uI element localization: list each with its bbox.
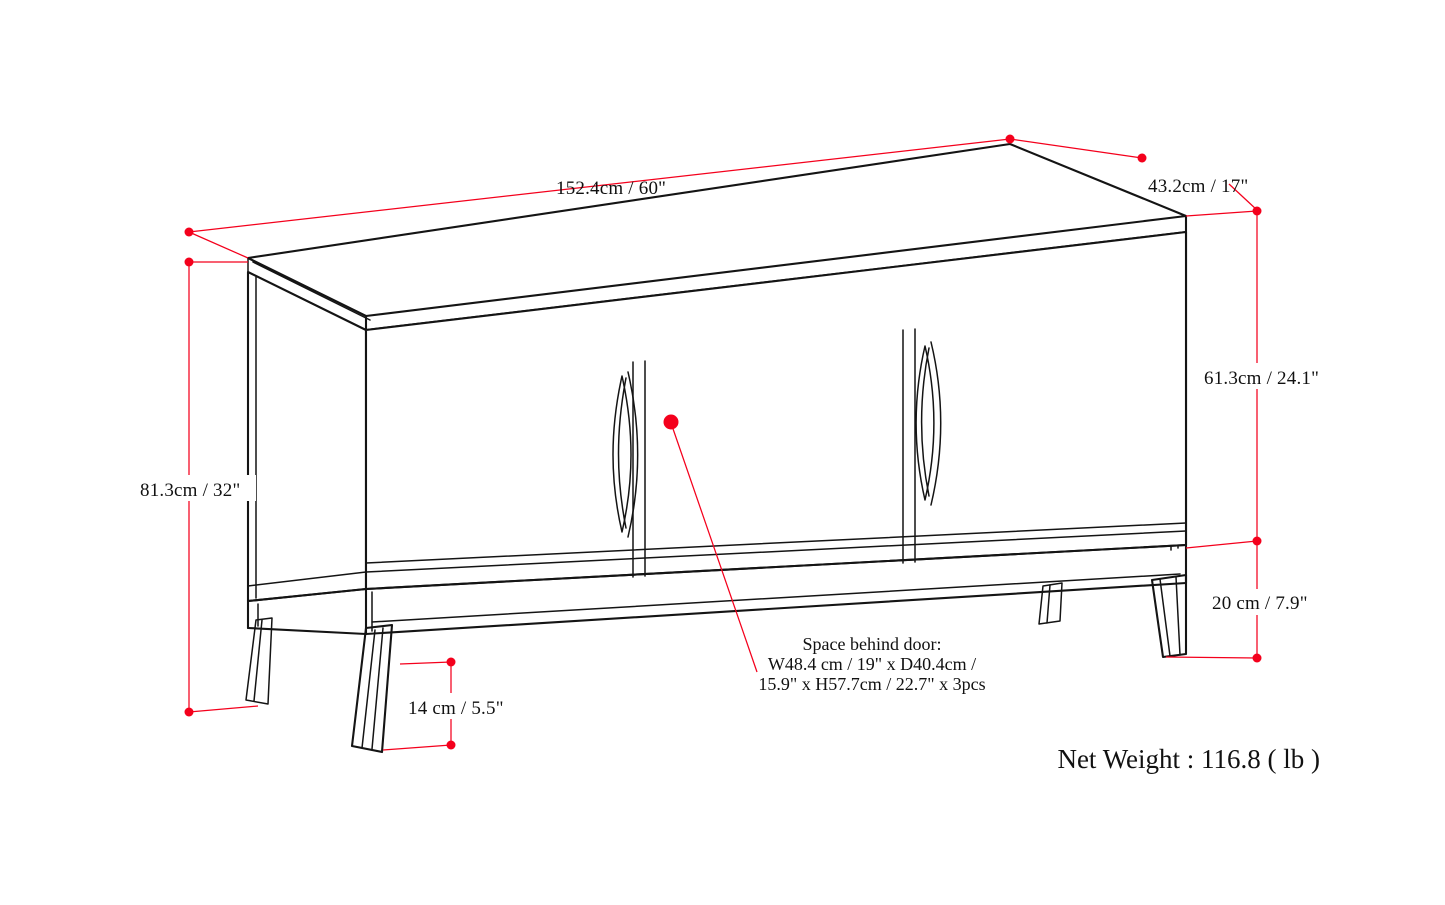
dimension-label-overall-height: 81.3cm / 32" [140, 480, 240, 501]
door-gap-right [902, 328, 916, 564]
net-weight-block: Net Weight : 116.8 ( lb ) [1057, 744, 1320, 774]
dimension-label-width: 152.4cm / 60" [556, 178, 666, 199]
leg-front-right [1150, 573, 1188, 659]
dim-dot-depth-start [1137, 153, 1147, 163]
door-handle-right [915, 341, 942, 506]
dimension-label-leg-height: 14 cm / 5.5" [408, 698, 504, 719]
callout-anchor-dot [663, 414, 679, 430]
dim-dot-height-bottom [184, 707, 194, 717]
callout-line-2: W48.4 cm / 19" x D40.4cm / [768, 654, 976, 674]
dimension-label-cabinet-body-height: 61.3cm / 24.1" [1204, 368, 1319, 389]
cabinet-bottom-rail [246, 522, 1188, 603]
door-handle-left [612, 371, 639, 538]
dimension-label-base-clearance: 20 cm / 7.9" [1212, 593, 1308, 614]
dimension-label-depth: 43.2cm / 17" [1148, 176, 1248, 197]
dimension-leg-height: 14 cm / 5.5" [382, 657, 504, 751]
dim-dot-leg-bottom [446, 740, 456, 750]
dim-dot-body-top [1252, 206, 1262, 216]
dim-dot-leg-top [446, 657, 456, 667]
dim-dot-height-top [184, 257, 194, 267]
callout-line-1: Space behind door: [803, 634, 942, 654]
door-panels [632, 328, 916, 578]
dimension-overall-height: 81.3cm / 32" [136, 257, 259, 717]
leg-front-left [350, 623, 394, 754]
dimension-cabinet-body-height: 61.3cm / 24.1" [1185, 206, 1324, 549]
dimension-width: 152.4cm / 60" [184, 134, 1015, 259]
dim-dot-width-start [184, 227, 194, 237]
callout-line-3: 15.9" x H57.7cm / 22.7" x 3pcs [758, 674, 985, 694]
dimension-base-clearance: 20 cm / 7.9" [1165, 541, 1320, 663]
callout-space-behind-door: Space behind door: W48.4 cm / 19" x D40.… [663, 414, 986, 694]
cabinet-left-side-panel [246, 270, 368, 603]
dim-dot-clearance-bottom [1252, 653, 1262, 663]
leg-back-right [1038, 582, 1063, 625]
dimension-depth: 43.2cm / 17" [1009, 138, 1258, 211]
leg-back-left [245, 617, 273, 705]
net-weight-label: Net Weight : 116.8 ( lb ) [1057, 744, 1320, 774]
sideboard-illustration [245, 142, 1188, 754]
